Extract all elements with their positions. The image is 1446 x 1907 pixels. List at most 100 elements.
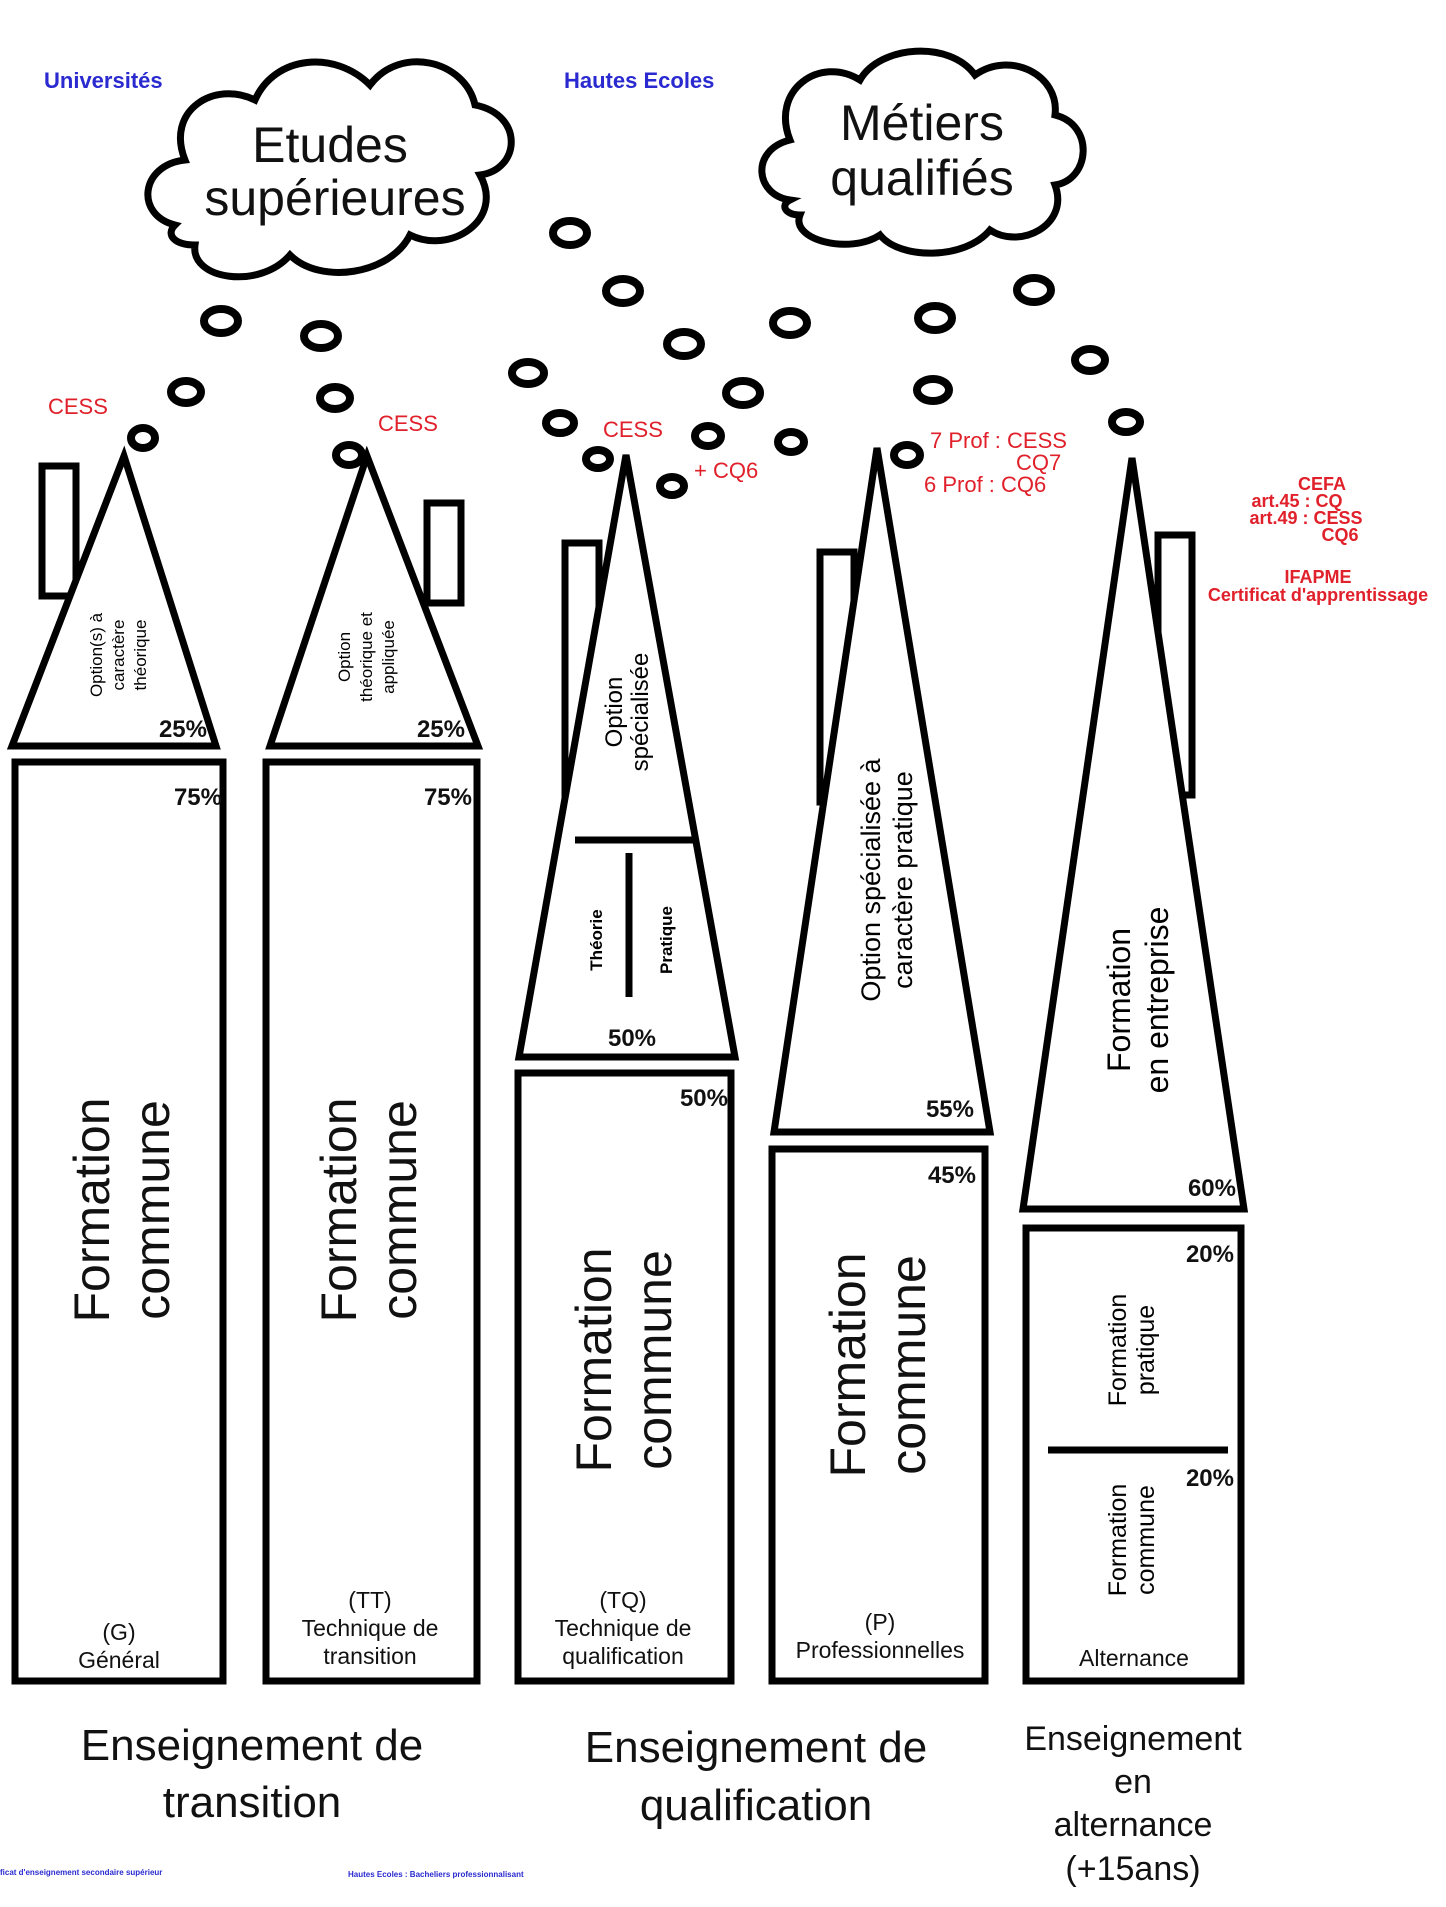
chimney <box>38 462 80 600</box>
svg-text:commune: commune <box>371 1100 427 1320</box>
bubble <box>913 375 953 405</box>
column-code: (P) <box>865 1609 896 1635</box>
svg-text:commune: commune <box>1132 1485 1160 1595</box>
svg-text:théorique et: théorique et <box>357 612 376 702</box>
cert-alt-line5: IFAPME <box>1284 567 1351 587</box>
option-triangle <box>514 454 740 1061</box>
option-triangle <box>1018 457 1249 1213</box>
svg-text:Enseignement de: Enseignement de <box>81 1721 423 1770</box>
cloud-metiers-line2: qualifiés <box>830 150 1013 206</box>
pratique-percent: 20% <box>1186 1241 1234 1268</box>
option-text: Option(s) à caractère théorique <box>87 612 150 697</box>
section-qualification: Enseignement de qualification <box>585 1723 927 1830</box>
option-percent: 55% <box>926 1096 974 1123</box>
chimney <box>423 499 465 607</box>
svg-text:Formation: Formation <box>1101 928 1137 1072</box>
common-text: Formation commune <box>820 1252 936 1477</box>
column-general: Option(s) à caractère théorique 25% 75% … <box>6 445 227 1685</box>
bubble <box>602 275 644 307</box>
column-technique-transition: Option théorique et appliquée 25% 75% Fo… <box>262 445 484 1685</box>
common-percent: 45% <box>928 1162 976 1189</box>
column-name-line1: Technique de <box>555 1615 692 1641</box>
option-percent: 50% <box>608 1025 656 1052</box>
column-code: (TT) <box>348 1587 391 1613</box>
cert-alt-line2: art.45 : CQ <box>1251 491 1342 511</box>
cert-alt-line1: CEFA <box>1298 474 1346 494</box>
pratique-label: Pratique <box>657 906 676 974</box>
svg-text:Pratique: Pratique <box>657 906 676 974</box>
svg-text:caractère: caractère <box>109 620 128 691</box>
bubble <box>332 441 366 469</box>
common-text: Formation commune <box>566 1247 682 1472</box>
option-triangle <box>265 445 484 750</box>
svg-text:Formation: Formation <box>820 1252 876 1477</box>
column-name-line1: Technique de <box>302 1615 439 1641</box>
svg-text:Option(s) à: Option(s) à <box>87 612 106 697</box>
cert-alt-line6: Certificat d'apprentissage <box>1208 585 1428 605</box>
svg-text:Formation: Formation <box>566 1247 622 1472</box>
column-technique-qualification: Option spécialisée Théorie Pratique 50% … <box>514 454 740 1685</box>
column-professionnelles: Option spécialisée à caractère pratique … <box>768 447 995 1685</box>
column-name-line2: qualification <box>562 1643 683 1669</box>
cert-general-cess: CESS <box>48 394 108 419</box>
label-hautes-ecoles: Hautes Ecoles <box>564 68 714 93</box>
cert-p-line3: 6 Prof : CQ6 <box>924 472 1046 497</box>
cloud-etudes-line2: supérieures <box>204 170 465 226</box>
svg-text:commune: commune <box>124 1100 180 1320</box>
bubble <box>127 424 159 452</box>
bubble <box>508 358 548 388</box>
common-block <box>1022 1224 1245 1685</box>
svg-text:Théorie: Théorie <box>587 909 606 970</box>
common-percent: 75% <box>424 784 472 811</box>
column-name: Alternance <box>1079 1645 1189 1671</box>
cert-alt-line3: art.49 : CESS <box>1249 508 1362 528</box>
bubble <box>890 441 924 469</box>
footnote-left: ficat d'enseignement secondaire supérieu… <box>0 1868 162 1877</box>
svg-text:Option spécialisée à: Option spécialisée à <box>856 757 886 1001</box>
bubble <box>663 328 705 360</box>
cert-tt-cess: CESS <box>378 411 438 436</box>
svg-text:alternance: alternance <box>1054 1806 1213 1844</box>
svg-text:Enseignement de: Enseignement de <box>585 1723 927 1772</box>
label-universites: Universités <box>44 68 163 93</box>
bubble <box>656 473 688 499</box>
svg-text:Option: Option <box>335 632 354 682</box>
column-code: (TQ) <box>599 1587 646 1613</box>
cert-tq-cq6: + CQ6 <box>694 458 758 483</box>
common-block <box>768 1145 989 1685</box>
option-text: Option spécialisée <box>601 653 654 772</box>
section-alternance: Enseignement en alternance (+15ans) <box>1024 1720 1242 1888</box>
bubbles <box>127 217 1144 499</box>
option-text: Option spécialisée à caractère pratique <box>856 757 918 1001</box>
bubble <box>769 307 811 339</box>
cloud-metiers-line1: Métiers <box>840 95 1004 151</box>
bubble <box>167 377 205 407</box>
common-percent: 50% <box>680 1085 728 1112</box>
commune-percent: 20% <box>1186 1465 1234 1492</box>
section-transition: Enseignement de transition <box>81 1721 423 1827</box>
common-block <box>11 758 227 1685</box>
bubble <box>774 428 808 456</box>
svg-text:Option: Option <box>601 677 628 748</box>
svg-text:Formation: Formation <box>1104 1484 1132 1597</box>
column-name-line2: transition <box>323 1643 416 1669</box>
svg-text:transition: transition <box>163 1778 342 1827</box>
option-text: Option théorique et appliquée <box>335 612 398 702</box>
option-percent: 25% <box>159 716 207 743</box>
option-triangle <box>6 445 221 750</box>
svg-text:en entreprise: en entreprise <box>1139 907 1175 1094</box>
theorie-label: Théorie <box>587 909 606 970</box>
common-block <box>514 1069 735 1685</box>
column-alternance: Formation en entreprise 60% 20% Formatio… <box>1018 457 1249 1685</box>
common-text: Formation commune <box>64 1097 180 1322</box>
svg-text:en: en <box>1114 1763 1152 1801</box>
bubble <box>300 320 342 352</box>
bubble <box>1013 274 1055 306</box>
svg-text:théorique: théorique <box>131 620 150 691</box>
option-percent: 60% <box>1188 1175 1236 1202</box>
svg-text:qualification: qualification <box>640 1781 872 1830</box>
commune-text: Formation commune <box>1104 1484 1160 1597</box>
column-code: (G) <box>102 1619 135 1645</box>
common-block <box>262 758 481 1685</box>
